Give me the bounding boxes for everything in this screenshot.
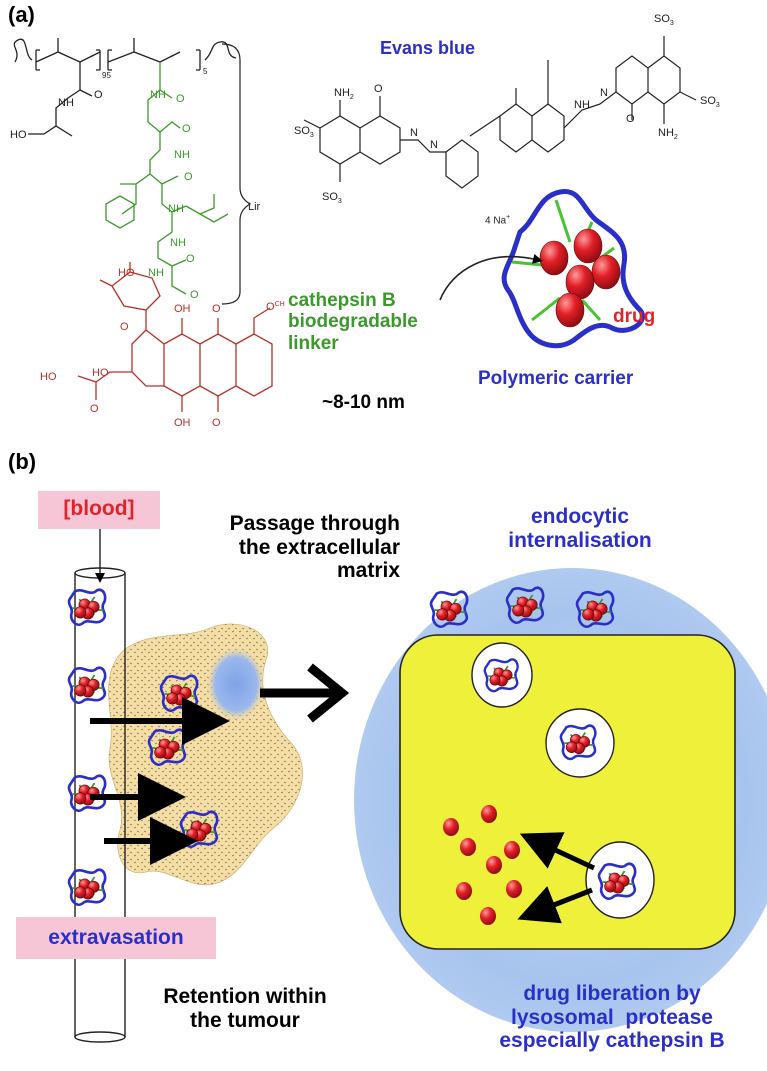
n-label-2: N: [430, 139, 438, 151]
endocytic-line-1: endocytic: [530, 505, 630, 528]
linker-label-line-1: cathepsin B: [288, 290, 396, 311]
nh-label-g5: NH: [148, 267, 164, 279]
ome-label: OCH: [266, 301, 285, 313]
doxorubicin-labels: HO O OH O OH O OCH HO HO O: [40, 267, 285, 429]
arrow-release-1: [519, 832, 596, 871]
retention-line-2: the tumour: [190, 1008, 300, 1032]
free-drug: [443, 805, 522, 925]
so3-label-2: SO3: [322, 191, 342, 205]
nh-label-g3: NH: [168, 203, 184, 215]
panel-a-label: (a): [8, 2, 35, 27]
matrix-passage-spot: [206, 646, 266, 722]
o-label-g1: O: [176, 93, 185, 105]
subscript-5: 5: [203, 67, 208, 76]
retention-label: Retention within the tumour: [140, 985, 350, 1032]
sodium-label: 4 Na+: [485, 214, 511, 227]
evans-blue-title: Evans blue: [380, 38, 476, 58]
nh2-label-2: NH2: [658, 127, 678, 141]
subscript-95: 95: [102, 71, 111, 80]
liberation-line-3: especially cathepsin B: [499, 1029, 725, 1053]
linker-label-line-2: biodegradable: [288, 311, 418, 333]
o-label-ketone: O: [90, 403, 99, 415]
gfl-labels: NH O NH O NH O NH O NH O: [148, 89, 199, 301]
o-label-g4: O: [186, 253, 195, 265]
o-label-q1: O: [212, 303, 221, 315]
passage-line-1: Passage through: [229, 512, 400, 535]
lin-label: Lir: [248, 201, 261, 213]
o-label-sugar: O: [120, 321, 129, 333]
passage-line-2: the extracellular: [238, 535, 400, 559]
ho-label-sugar: HO: [118, 267, 135, 279]
linker-label-line-3: linker: [288, 332, 339, 354]
blood-label-box: [38, 491, 160, 529]
liberation-line-1: drug liberation by: [523, 982, 701, 1005]
extravasation-label: extravasation: [48, 926, 184, 949]
carrier-label: Polymeric carrier: [478, 368, 634, 389]
daunosamine-sugar: [99, 262, 161, 330]
n-label-3: N: [600, 87, 608, 99]
evans-blue-labels: SO3 SO3 NH2 O N N NH N O SO3 SO3 NH2: [294, 13, 720, 205]
extravasation-label-box: [16, 917, 216, 959]
hpma-labels: 95 5 NH O HO Lir: [10, 67, 261, 213]
doxorubicin-core: [77, 307, 273, 412]
oh-label-1: OH: [174, 303, 191, 315]
arrow-to-cell-head: [307, 663, 350, 723]
endocytic-label: endocytic internalisation: [455, 505, 705, 552]
o-label-g3: O: [184, 171, 193, 183]
evans-blue-structure: [303, 36, 697, 189]
o-label-g2: O: [182, 123, 191, 135]
endosomes: [471, 642, 655, 919]
nanoparticle-large: [501, 189, 645, 349]
passage-label: Passage through the extracellular matrix: [160, 512, 400, 583]
o-label-g5: O: [190, 289, 199, 301]
o-label-hpma: O: [94, 89, 103, 101]
blood-vessel: [74, 525, 126, 1043]
nh-label-g2: NH: [174, 149, 190, 161]
gfl-peptide-linker: [105, 62, 229, 295]
passage-line-3: matrix: [336, 559, 400, 583]
arrows: [90, 663, 596, 924]
nh-label-g4: NH: [170, 237, 186, 249]
liberation-label: drug liberation by lysosomal protease es…: [462, 982, 762, 1053]
o-label-2: O: [626, 113, 635, 125]
endocytic-line-2: internalisation: [508, 528, 652, 552]
nh-label-g1: NH: [150, 89, 166, 101]
nh2-label-1: NH2: [334, 87, 354, 101]
so3-label-3: SO3: [654, 13, 674, 27]
extracellular-matrix: [108, 623, 303, 886]
n-label-1: N: [410, 127, 418, 139]
liberation-line-2: lysosomal protease: [511, 1005, 713, 1029]
o-label-1: O: [374, 83, 383, 95]
hpma-backbone: [13, 38, 237, 137]
so3-label-4: SO3: [700, 95, 720, 109]
size-label: ~8-10 nm: [322, 392, 405, 413]
ho-label-side: HO: [40, 371, 57, 383]
linker-brace: [221, 43, 252, 305]
oh-label-2: OH: [174, 417, 191, 429]
drug-label: drug: [613, 306, 656, 327]
o-label-q2: O: [212, 417, 221, 429]
nh-label-hpma: NH: [58, 97, 74, 109]
panel-b-label: (b): [8, 449, 37, 474]
arrow-release-2: [517, 886, 593, 924]
linker-pointer-arrow: [439, 253, 543, 301]
linker-label: cathepsin B biodegradable linker: [288, 290, 446, 354]
nh-label-eb: NH: [574, 99, 590, 111]
so3-label-1: SO3: [294, 125, 314, 139]
ho-label-ring: HO: [92, 367, 109, 379]
ho-label-hpma: HO: [10, 129, 27, 141]
retention-line-1: Retention within: [163, 985, 327, 1008]
blood-label: [blood]: [63, 497, 135, 520]
